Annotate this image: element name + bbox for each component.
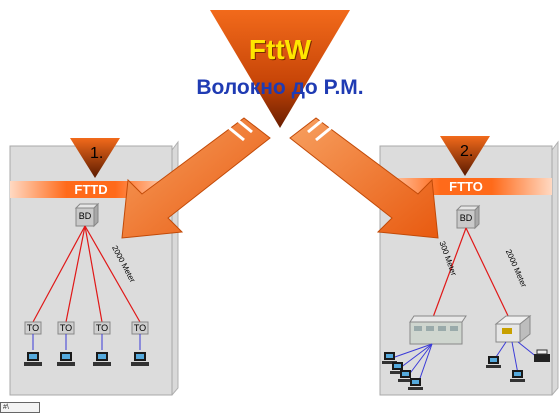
right-bd-label: BD: [459, 213, 473, 223]
left-outlet-label: TO: [59, 323, 73, 333]
left-fiber-cables: [32, 225, 141, 323]
left-band-label: FTTD: [74, 182, 108, 197]
right-lan-cables: [391, 341, 539, 385]
left-outlet-label: TO: [95, 323, 109, 333]
right-arrow: [289, 112, 439, 239]
computer-icon: [131, 352, 149, 366]
network-switch-icon: [409, 315, 467, 345]
computer-icon: [408, 378, 423, 390]
left-arrow: [121, 112, 271, 239]
left-bd-label: BD: [78, 211, 92, 221]
printer-icon: [534, 349, 550, 362]
computer-icon: [24, 352, 42, 366]
corner-tag: #\: [0, 402, 40, 413]
left-panel: [9, 138, 179, 396]
right-band-label: FTTO: [449, 179, 483, 194]
computer-icon: [382, 352, 397, 364]
left-panel-number: 1.: [90, 145, 104, 162]
computer-icon: [57, 352, 75, 366]
server-icon: [494, 314, 532, 344]
right-fiber-cables: [431, 227, 511, 321]
main-funnel-icon: [210, 10, 350, 128]
computer-icon: [390, 362, 405, 374]
diagram-title: FttW: [248, 34, 312, 65]
computer-icon: [510, 370, 525, 382]
computer-icon: [93, 352, 111, 366]
computer-icon: [486, 356, 501, 368]
left-funnel-icon: [70, 138, 120, 178]
left-outlet-label: TO: [133, 323, 147, 333]
computer-icon: [398, 370, 413, 382]
right-panel: [379, 136, 559, 396]
left-outlet-label: TO: [26, 323, 40, 333]
diagram-subtitle: Волокно до Р.М.: [196, 76, 364, 99]
right-workstations: [382, 349, 550, 390]
left-workstations: [24, 352, 149, 366]
left-outlets: [24, 321, 149, 335]
right-panel-number: 2.: [460, 143, 474, 160]
right-funnel-icon: [440, 136, 490, 176]
